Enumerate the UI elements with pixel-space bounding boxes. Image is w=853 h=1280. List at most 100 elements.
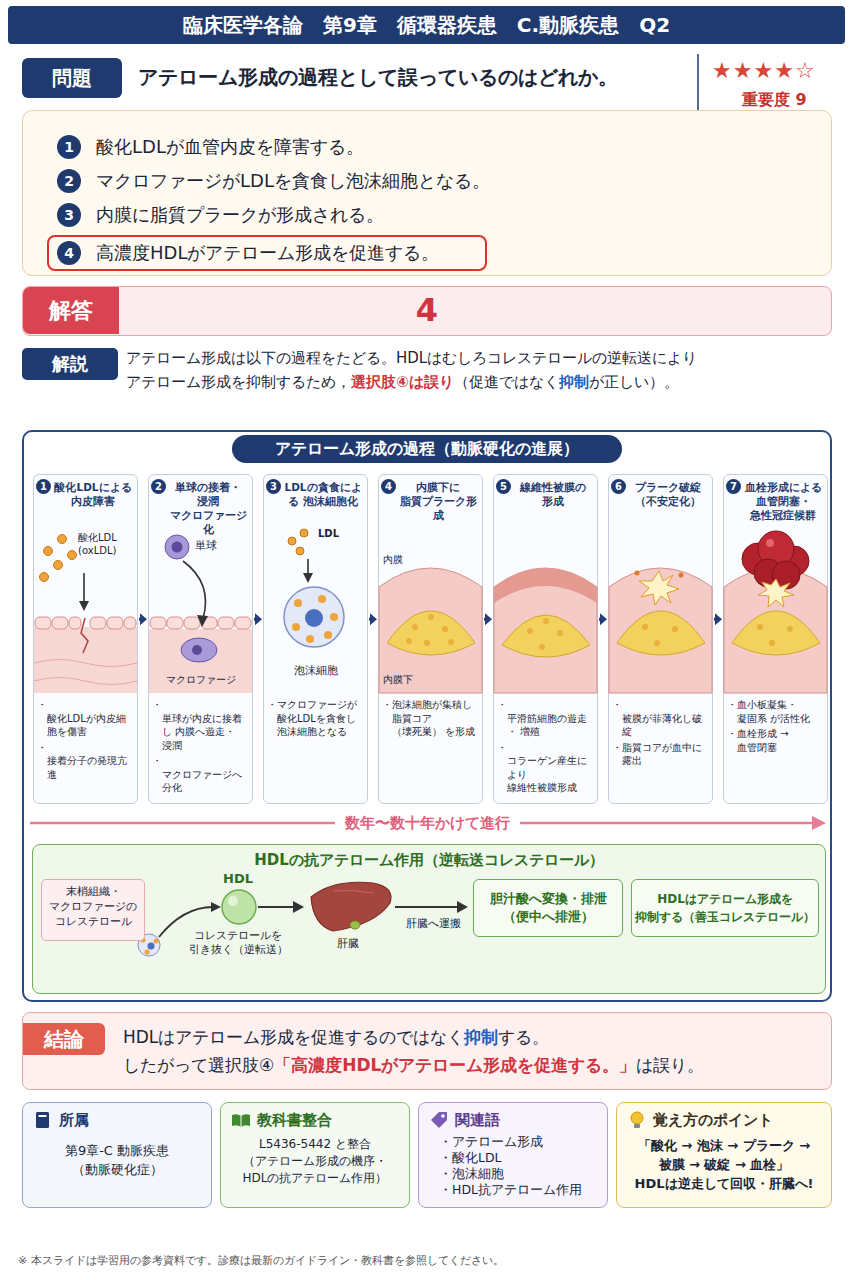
endothelium-illustration-part: [44, 547, 53, 556]
conclusion-text: したがって選択肢④: [123, 1055, 274, 1075]
node-text: HDLの抗アテローム作用（逆転送コレステロール）: [33, 850, 825, 870]
plaque-illustration-part: [387, 611, 475, 655]
part-label: HDL: [218, 871, 258, 887]
foam-cell-illustration-part: [300, 529, 308, 537]
thrombus-illustration-part: [787, 626, 793, 632]
foam-cell-illustration-part: [303, 573, 313, 583]
info-text: 「酸化 → 泡沫 → プラーク → 被膜 → 破綻 → 血栓」: [625, 1136, 823, 1174]
plaque-illustration-part: [448, 639, 454, 645]
reverse-transport-illustration-part: [457, 901, 468, 913]
importance-stars: ★★★★☆: [712, 58, 816, 83]
thrombus-illustration-part: [758, 531, 794, 567]
thrombus-illustration: [724, 475, 827, 803]
answer-number: 4: [23, 291, 831, 329]
arrow-head: [715, 613, 722, 625]
open-book-icon-part: [241, 1116, 242, 1127]
reverse-transport-illustration-part: [222, 890, 256, 924]
monocyte-illustration-part: [167, 617, 183, 629]
fibrous-cap-illustration-part: [557, 630, 563, 636]
fibrous-cap-illustration-part: [539, 644, 545, 650]
foam-cell-illustration: [264, 475, 367, 803]
conclusion-band: HDLはアテローム形成を促進するのではなく抑制する。したがって選択肢④「高濃度H…: [22, 1012, 832, 1090]
number-circle: 3: [57, 203, 81, 227]
step-text: 単球の接着・浸潤 マクロファージ化: [152, 480, 249, 526]
number-circle: 2: [151, 479, 166, 494]
thrombus-illustration-part: [772, 561, 800, 589]
conclusion-text: HDLはアテローム形成を促進するのではなく: [123, 1027, 464, 1047]
step-card: 酸化LDLによる 内皮障害・酸化LDLが内皮細胞を傷害・接着分子の発現亢進1酸化…: [33, 474, 138, 804]
thrombus-illustration-part: [769, 640, 775, 646]
step-card: LDLの貪食による 泡沫細胞化・マクロファージが 酸化LDLを貪食し 泡沫細胞と…: [263, 474, 368, 804]
step-text: ・泡沫細胞が集積し 脂質コア（壊死巣） を形成: [382, 698, 479, 739]
arrow-shaft: [484, 618, 486, 621]
plaque-rupture-illustration-part: [617, 611, 705, 655]
arrow-shaft: [714, 618, 716, 621]
endothelium-illustration: [34, 475, 137, 803]
node-text: 問題: [22, 58, 122, 98]
thrombus-illustration-part: [766, 539, 774, 547]
foam-cell-illustration-part: [318, 595, 326, 603]
tag-icon-part: [431, 1112, 447, 1128]
flow-arrow: [484, 613, 492, 625]
title-text: 臨床医学各論 第9章 循環器疾患 C.動脈疾患 Q2: [8, 6, 845, 44]
conclusion-text: する。: [498, 1027, 549, 1047]
outcome-box: HDLはアテローム形成を 抑制する（善玉コレステロール）: [631, 879, 819, 937]
step-card: プラーク破綻 （不安定化）・被膜が菲薄化し破綻・脂質コアが血中に 露出6: [608, 474, 713, 804]
hdl-panel: HDLの抗アテローム作用（逆転送コレステロール） 末梢組織・ マクロファージの コ…: [32, 844, 826, 994]
foam-cell-illustration-part: [305, 609, 323, 627]
step-text: 線維性被膜の 形成: [497, 480, 594, 526]
page-decoration-part: [697, 54, 699, 110]
arrow-head: [370, 613, 377, 625]
reverse-transport-illustration-part: [211, 902, 221, 912]
node-text: 6: [611, 479, 626, 494]
plaque-illustration-part: [428, 614, 434, 620]
timeline-text: 数年〜数十年かけて進行: [335, 812, 520, 834]
number-circle: 1: [57, 135, 81, 159]
plaque-illustration: [379, 475, 482, 803]
tag-icon: [429, 1110, 449, 1130]
endothelium-illustration-part: [90, 617, 106, 629]
step-card: 線維性被膜の 形成・平滑筋細胞の遊走・ 増殖・コラーゲン産生により 線維性被膜形…: [493, 474, 598, 804]
flow-arrow: [714, 613, 722, 625]
text-line: したがって選択肢④「高濃度HDLがアテローム形成を促進する。」は誤り。: [123, 1051, 821, 1079]
reverse-transport-illustration-part: [333, 890, 373, 893]
node-text: 7: [726, 479, 741, 494]
option-text: 酸化LDLが血管内皮を障害する。: [96, 135, 364, 159]
endothelium-illustration-part: [40, 573, 49, 582]
reverse-transport-illustration-part: [293, 901, 304, 913]
step-card: 血栓形成による 血管閉塞・急性冠症候群・血小板凝集・凝固系 が活性化・血栓形成 …: [723, 474, 828, 804]
arrow-shaft: [139, 618, 141, 621]
thrombus-illustration-part: [757, 624, 763, 630]
flow-arrow: [139, 613, 147, 625]
node-text: 5: [496, 479, 511, 494]
info-box: 覚え方のポイント「酸化 → 泡沫 → プラーク → 被膜 → 破綻 → 血栓」H…: [616, 1102, 832, 1208]
source-box: 末梢組織・ マクロファージの コレステロール: [41, 879, 145, 941]
arrow-head: [255, 613, 262, 625]
thrombus-illustration-part: [732, 611, 820, 655]
arrow-shaft: [254, 618, 256, 621]
node-text: HDLはアテローム形成を 抑制する（善玉コレステロール）: [634, 890, 816, 926]
flow-arrow: [599, 613, 607, 625]
step-text: ・単球が内皮に接着し 内膜へ遊走・浸潤: [152, 698, 249, 752]
part-label: 肝臓: [323, 937, 373, 951]
part-label: LDL: [318, 527, 339, 540]
fibrous-cap-illustration-part: [494, 568, 597, 603]
section-heading: アテローム形成の過程（動脈硬化の進展）: [232, 435, 622, 463]
foam-cell-illustration-part: [306, 635, 314, 643]
reverse-transport-illustration-part: [148, 943, 155, 950]
arrow-head: [600, 613, 607, 625]
monocyte-illustration-part: [197, 615, 208, 627]
part-label: 内膜: [383, 553, 403, 566]
info-box: 教科書整合L5436-5442 と整合 （アテローム形成の機序・ HDLの抗アテ…: [220, 1102, 410, 1208]
monocyte-illustration-part: [181, 638, 217, 662]
importance-text: 重要度 9: [742, 90, 807, 111]
conclusion-text: 「高濃度HDLがアテローム形成を促進する。」: [274, 1055, 636, 1075]
info-text: L5436-5442 と整合 （アテローム形成の機序・ HDLの抗アテローム作用…: [229, 1136, 401, 1187]
reverse-transport-illustration-part: [395, 906, 459, 908]
endothelium-illustration-part: [35, 617, 51, 629]
conclusion-tab: 結論: [23, 1023, 105, 1055]
fibrous-cap-illustration-part: [502, 615, 590, 657]
bulb-icon-part: [631, 1112, 643, 1124]
step-text: 酸化LDLによる 内皮障害: [37, 480, 134, 526]
